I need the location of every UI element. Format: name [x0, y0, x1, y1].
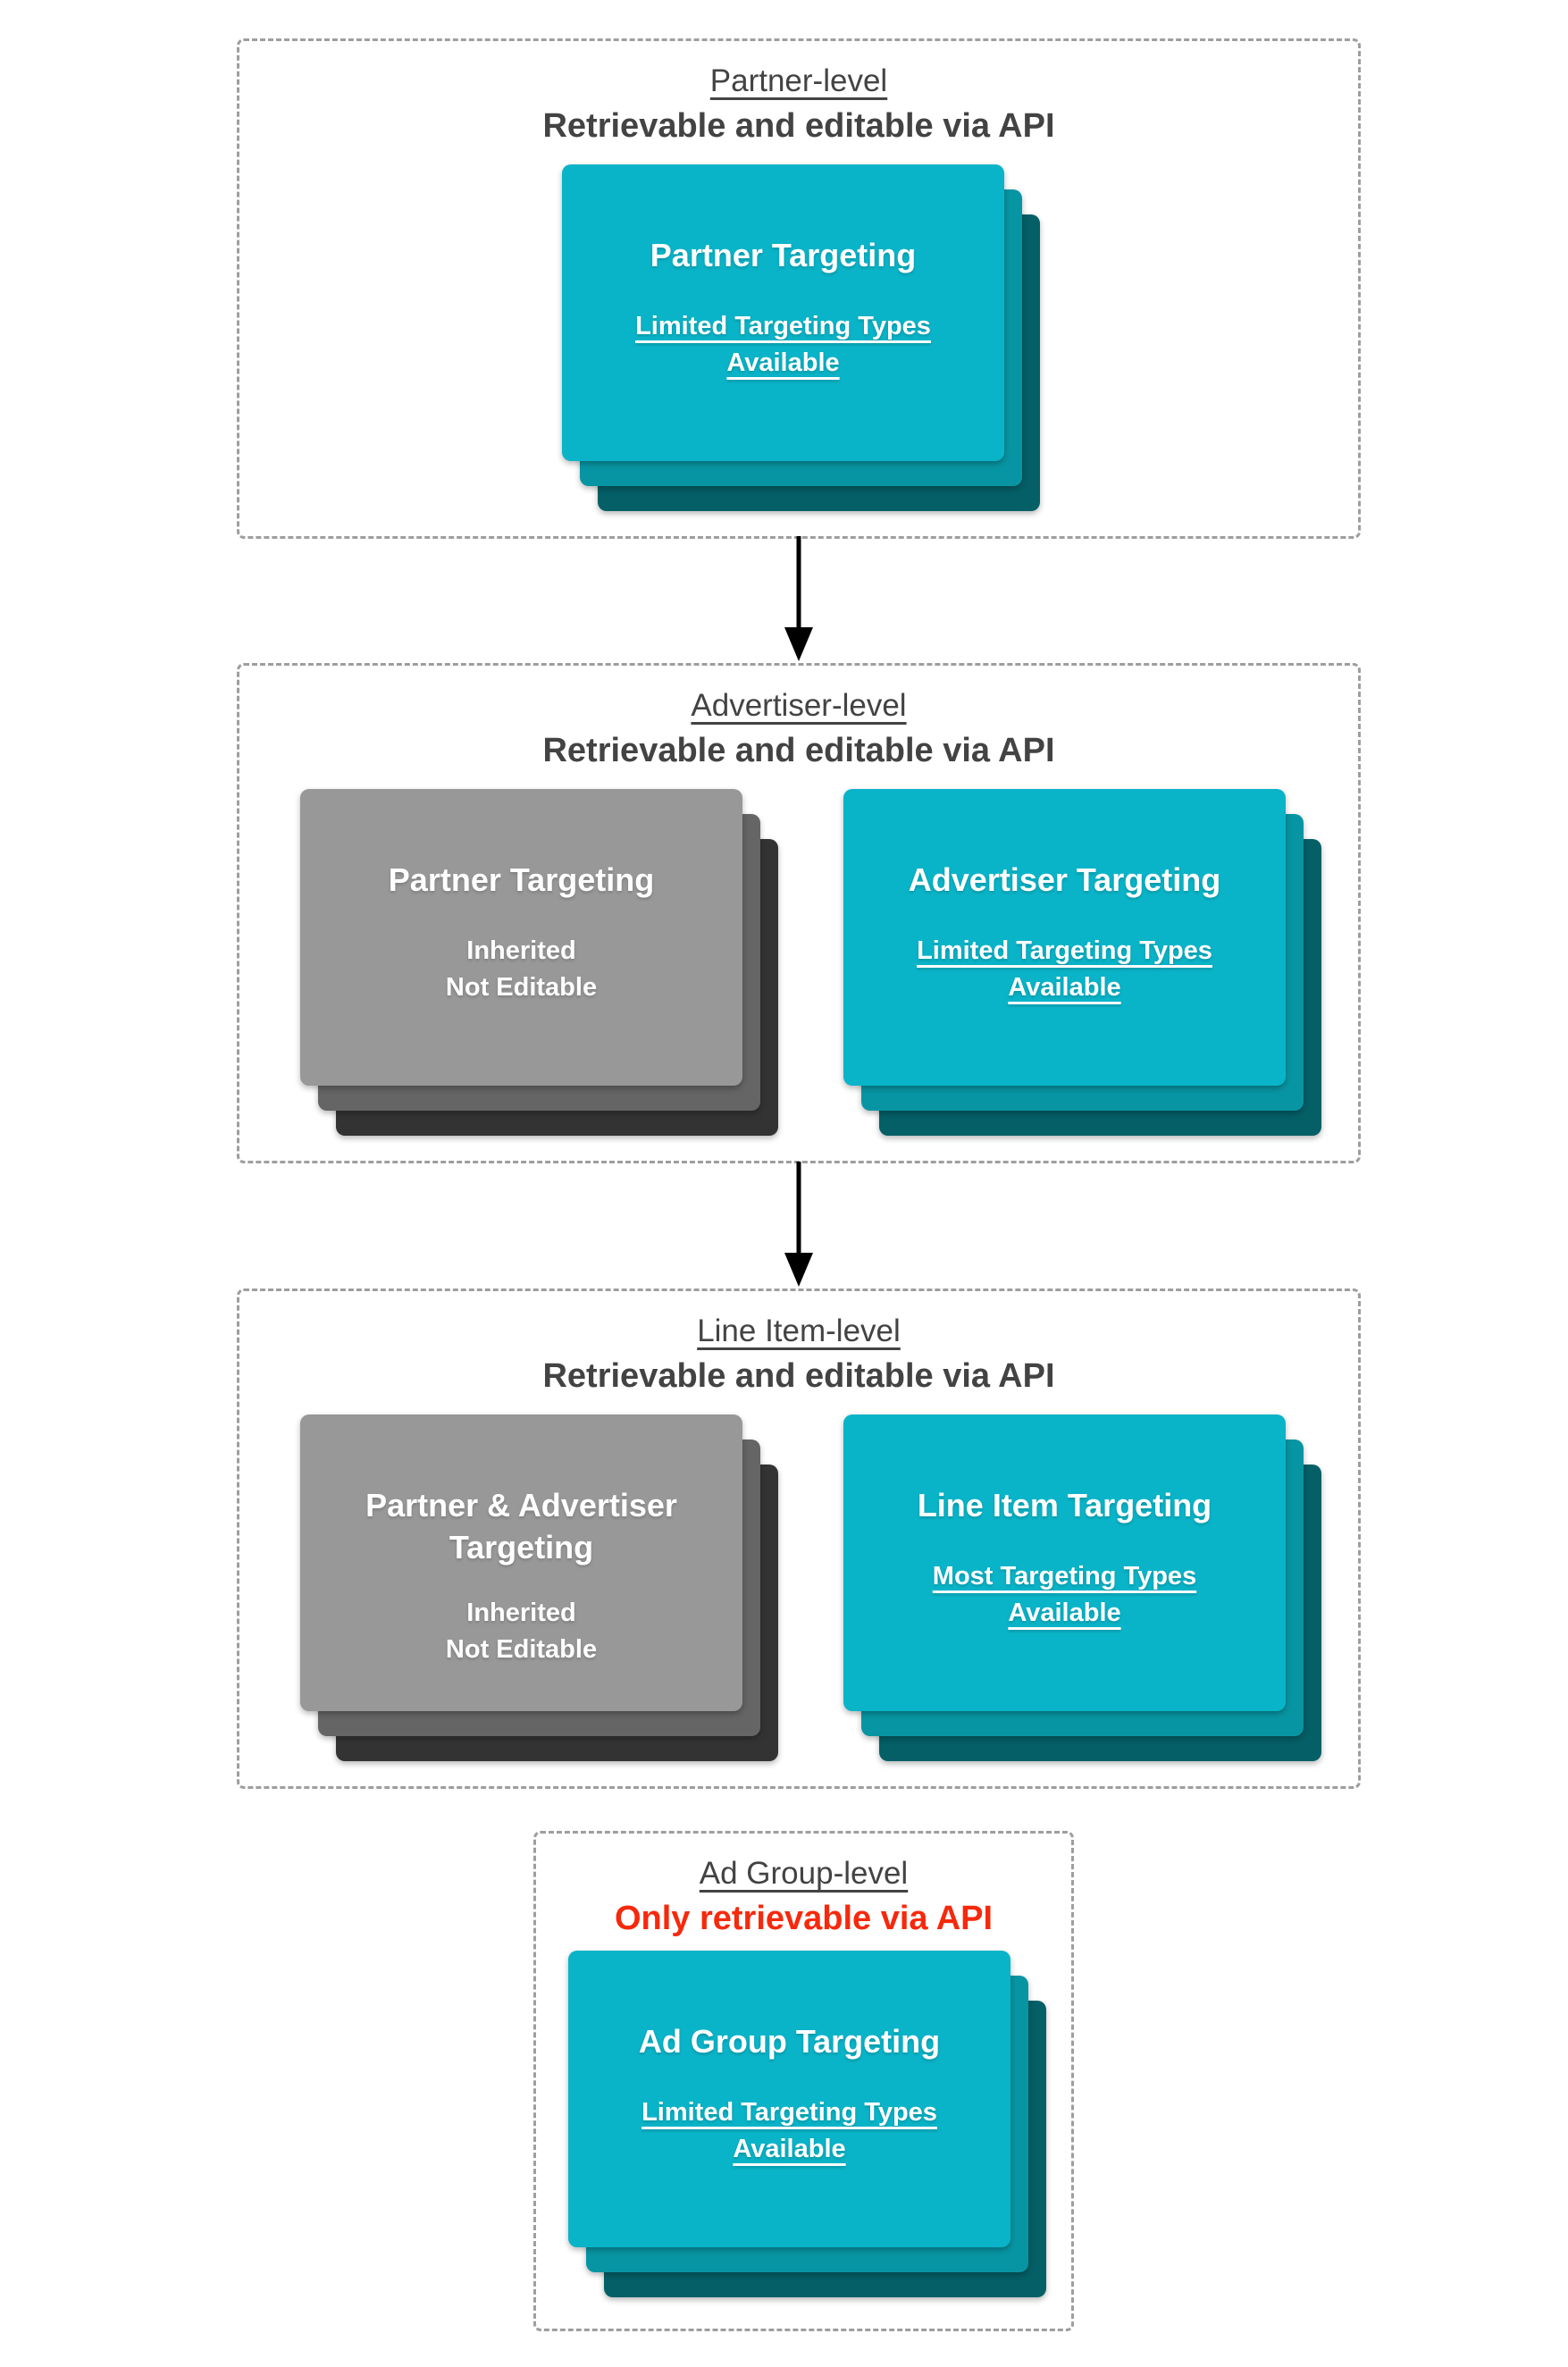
section-line-item-level: Line Item-level Retrievable and editable…: [237, 1288, 1361, 1789]
card-subtitle: Inherited Not Editable: [445, 1599, 598, 1664]
card-stack-inherited-partner-advertiser-targeting: Partner & Advertiser Targeting Inherited…: [300, 1414, 778, 1763]
arrow-head: [784, 1253, 813, 1287]
section-ad-group-level: Ad Group-level Only retrievable via API …: [533, 1831, 1074, 2331]
card-stack-advertiser-targeting: Advertiser Targeting Limited Targeting T…: [843, 789, 1321, 1137]
card-ad-group-targeting: Ad Group Targeting Limited Targeting Typ…: [568, 1951, 1010, 2247]
card-inherited-partner-advertiser-targeting: Partner & Advertiser Targeting Inherited…: [300, 1414, 742, 1711]
section-title: Advertiser-level: [691, 688, 907, 723]
section-partner-level: Partner-level Retrievable and editable v…: [237, 38, 1361, 539]
card-subtitle: Limited Targeting Types Available: [641, 2098, 937, 2163]
card-stack-ad-group-targeting: Ad Group Targeting Limited Targeting Typ…: [568, 1951, 1046, 2299]
card-title: Ad Group Targeting: [638, 2023, 941, 2060]
card-subtitle: Inherited Not Editable: [445, 936, 598, 1002]
arrow-shaft: [796, 1162, 801, 1256]
section-subtitle: Only retrievable via API: [614, 1900, 994, 1937]
card-stack-line-item-targeting: Line Item Targeting Most Targeting Types…: [843, 1414, 1321, 1763]
card-title: Advertiser Targeting: [908, 861, 1221, 898]
card-stack-inherited-partner-targeting: Partner Targeting Inherited Not Editable: [300, 789, 778, 1137]
card-partner-targeting: Partner Targeting Limited Targeting Type…: [562, 164, 1004, 461]
arrow-shaft: [796, 536, 801, 631]
section-title: Ad Group-level: [699, 1856, 909, 1891]
section-subtitle: Retrievable and editable via API: [542, 1357, 1055, 1395]
card-subtitle: Limited Targeting Types Available: [635, 312, 931, 377]
card-title: Partner Targeting: [388, 861, 655, 898]
card-line-item-targeting: Line Item Targeting Most Targeting Types…: [843, 1414, 1286, 1711]
section-subtitle: Retrievable and editable via API: [542, 107, 1055, 145]
card-subtitle: Limited Targeting Types Available: [917, 936, 1212, 1002]
card-title: Partner Targeting: [650, 237, 917, 273]
down-arrow-icon: [784, 1162, 814, 1287]
card-title: Partner & Advertiser Targeting: [365, 1487, 677, 1565]
section-advertiser-level: Advertiser-level Retrievable and editabl…: [237, 663, 1361, 1163]
card-advertiser-targeting: Advertiser Targeting Limited Targeting T…: [843, 789, 1286, 1086]
down-arrow-icon: [784, 536, 814, 661]
arrow-head: [784, 627, 813, 661]
card-stack-partner-targeting: Partner Targeting Limited Targeting Type…: [562, 164, 1040, 513]
section-subtitle: Retrievable and editable via API: [542, 732, 1055, 769]
card-subtitle: Most Targeting Types Available: [932, 1562, 1197, 1627]
card-inherited-partner-targeting: Partner Targeting Inherited Not Editable: [300, 789, 742, 1086]
section-title: Line Item-level: [697, 1314, 901, 1348]
card-title: Line Item Targeting: [917, 1487, 1212, 1523]
section-title: Partner-level: [709, 63, 888, 98]
